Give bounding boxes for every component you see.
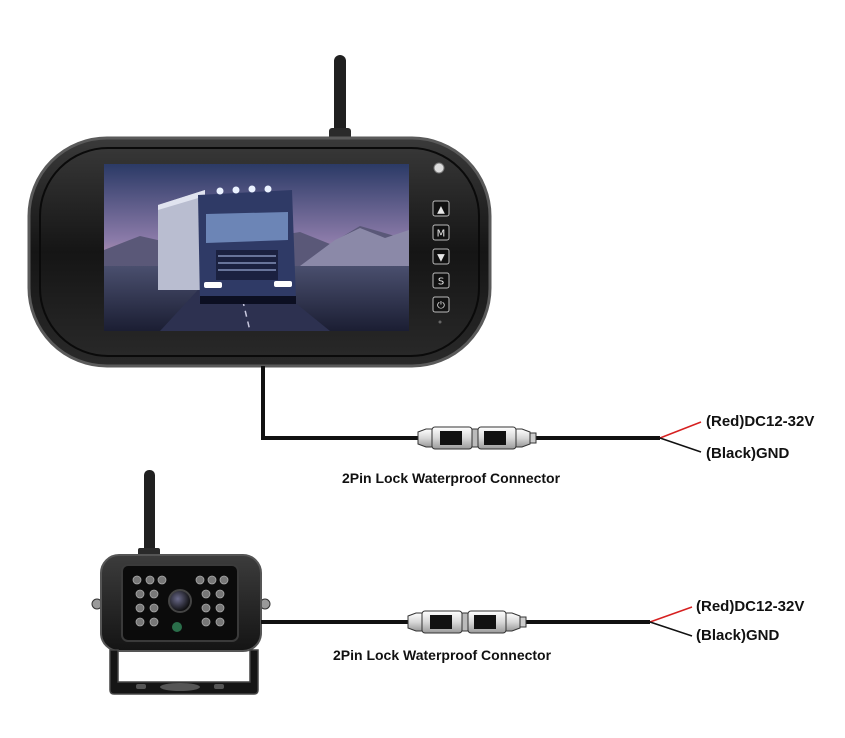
source-icon: S	[432, 272, 450, 289]
monitor-connector-label: 2Pin Lock Waterproof Connector	[342, 470, 561, 486]
monitor-red-wire-label: (Red)DC12-32V	[706, 413, 815, 430]
camera-connector-label: 2Pin Lock Waterproof Connector	[333, 647, 552, 663]
monitor: ▲ M ▼ S ⏻	[27, 55, 492, 368]
camera-connector	[407, 610, 527, 634]
camera-antenna	[144, 470, 155, 554]
monitor-connector	[417, 426, 537, 450]
menu-icon: M	[432, 224, 450, 241]
monitor-black-wire-label: (Black)GND	[706, 445, 790, 462]
camera-red-wire-label: (Red)DC12-32V	[696, 598, 805, 615]
monitor-wire-split	[659, 421, 702, 453]
svg-text:M: M	[437, 229, 446, 240]
svg-text:S: S	[438, 277, 444, 288]
monitor-antenna	[334, 55, 346, 139]
svg-text:⏻: ⏻	[437, 301, 445, 312]
camera-wire-split	[649, 606, 693, 637]
down-arrow-icon: ▼	[432, 248, 450, 265]
monitor-cable	[261, 366, 660, 440]
svg-text:▲: ▲	[437, 205, 445, 216]
up-arrow-icon: ▲	[432, 200, 450, 217]
monitor-button-panel: ▲ M ▼ S ⏻	[432, 200, 450, 313]
camera	[91, 470, 271, 695]
camera-bracket	[109, 649, 259, 695]
power-icon: ⏻	[432, 296, 450, 313]
light-sensor-icon	[433, 162, 445, 174]
svg-text:▼: ▼	[437, 253, 445, 264]
monitor-screen	[104, 164, 409, 332]
camera-lens	[168, 589, 192, 613]
camera-black-wire-label: (Black)GND	[696, 627, 780, 644]
